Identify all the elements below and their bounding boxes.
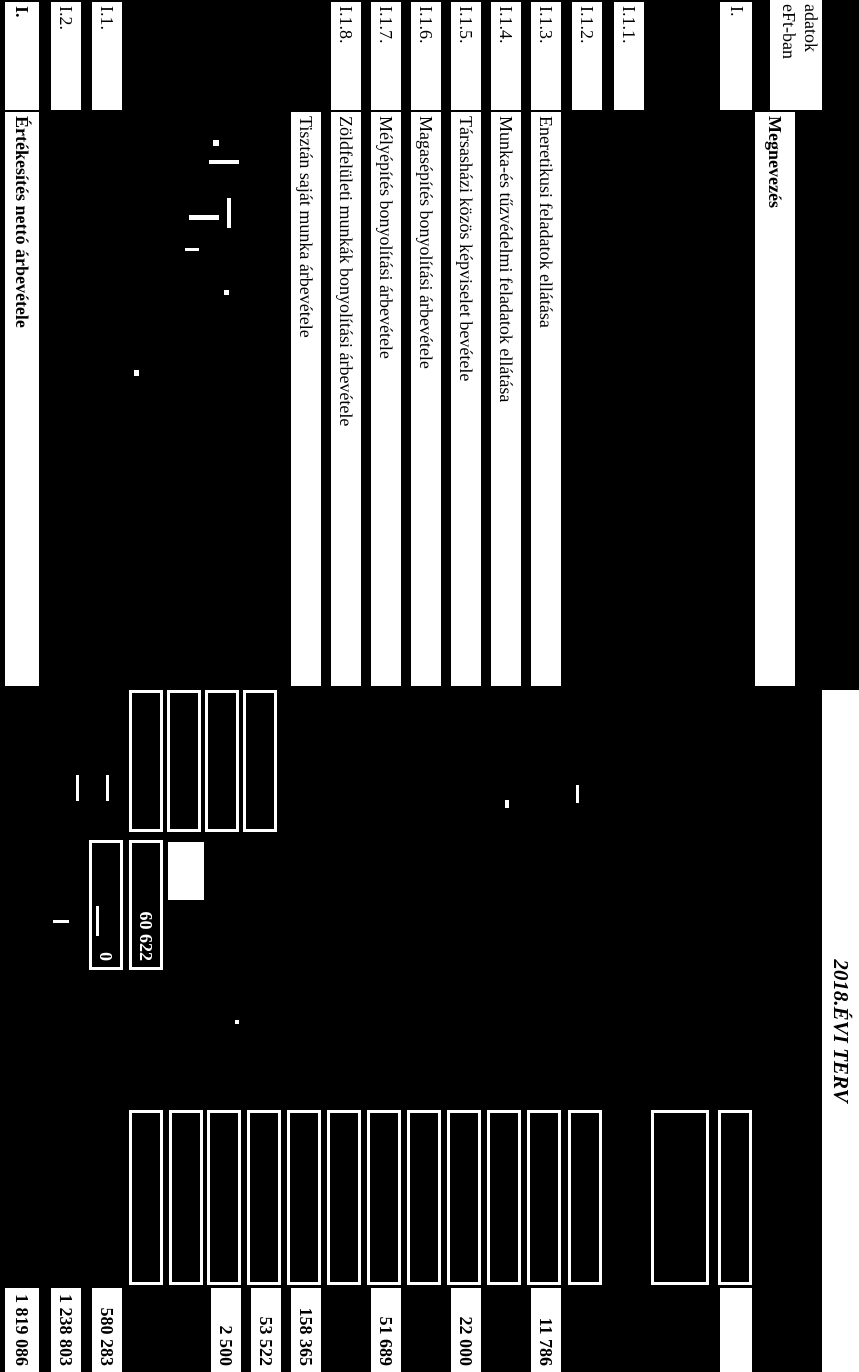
outline-box xyxy=(527,1110,561,1285)
outline-box xyxy=(247,1110,281,1285)
row-name-7: Mélyépítés bonyolítási árbevétele xyxy=(371,112,401,686)
row-code-14: I. xyxy=(5,2,39,110)
outline-box xyxy=(327,1110,361,1285)
row-code-8: I.1.8. xyxy=(331,2,361,110)
row-value-11: 2 500 xyxy=(211,1288,241,1372)
outline-box xyxy=(367,1110,401,1285)
plan-title: 2018.ÉVI TERV xyxy=(829,959,853,1103)
row-name-6: Magasépítés bonyolítási árbevétele xyxy=(411,112,441,686)
scan-mark xyxy=(76,775,79,801)
scan-mark xyxy=(213,140,219,146)
row-code-4: I.1.4. xyxy=(491,2,521,110)
row-name-4: Munka-és tűzvédelmi feladatok ellátása xyxy=(491,112,521,686)
outline-box xyxy=(487,1110,521,1285)
header-code-line1: adatok xyxy=(801,4,821,52)
mid-value-box-2: 0 xyxy=(89,840,123,970)
row-code-1: I.1.1. xyxy=(614,2,644,110)
scan-mark xyxy=(134,370,139,376)
outline-box xyxy=(169,1110,203,1285)
mid-white-block xyxy=(168,842,204,900)
row-code-13: I.2. xyxy=(51,2,81,110)
outline-box xyxy=(287,1110,321,1285)
row-value-12: 580 283 xyxy=(92,1288,122,1372)
row-value-5: 22 000 xyxy=(451,1288,481,1372)
row-code-0: I. xyxy=(720,2,752,110)
row-name-5: Társasházi közös képviselet bevétele xyxy=(451,112,481,686)
outline-box xyxy=(718,1110,752,1285)
header-code-cell: adatok eFt-ban xyxy=(770,0,822,110)
row-value-10: 53 522 xyxy=(251,1288,281,1372)
row-code-12: I.1. xyxy=(92,2,122,110)
outline-box xyxy=(129,690,163,832)
header-plan-cell: 2018.ÉVI TERV xyxy=(822,690,859,1372)
row-value-13: 1 238 803 xyxy=(51,1288,81,1372)
outline-box xyxy=(207,1110,241,1285)
scan-mark xyxy=(227,198,231,228)
mid-value-1: 60 622 xyxy=(136,911,156,962)
scan-mark xyxy=(185,248,199,251)
row-value-14: 1 819 086 xyxy=(5,1288,39,1372)
scan-mark xyxy=(209,160,239,164)
outline-box xyxy=(205,690,239,832)
row-name-14: Értékesítés nettó árbevétele xyxy=(5,112,39,686)
scan-mark xyxy=(189,215,219,220)
outline-box xyxy=(129,1110,163,1285)
scan-mark xyxy=(235,1020,239,1024)
outline-box xyxy=(243,690,277,832)
row-code-3: I.1.3. xyxy=(531,2,561,110)
mid-value-box-1: 60 622 xyxy=(129,840,163,970)
row-name-9: Tisztán saját munka árbevétele xyxy=(291,112,321,686)
row-value-3: 11 786 xyxy=(531,1288,561,1372)
row-value-9: 158 365 xyxy=(291,1288,321,1372)
header-code-line2: eFt-ban xyxy=(779,4,799,59)
scan-mark xyxy=(505,800,509,808)
outline-box xyxy=(167,690,201,832)
row-code-7: I.1.7. xyxy=(371,2,401,110)
row-name-3: Eneretikusi feladatok ellátása xyxy=(531,112,561,686)
outline-box xyxy=(407,1110,441,1285)
outline-box xyxy=(447,1110,481,1285)
scan-mark xyxy=(224,290,229,295)
outline-box xyxy=(568,1110,602,1285)
scan-mark xyxy=(96,906,99,936)
scan-mark xyxy=(106,775,109,801)
header-name-cell: Megnevezés xyxy=(755,112,795,686)
row-code-6: I.1.6. xyxy=(411,2,441,110)
mid-value-2: 0 xyxy=(96,952,116,961)
scan-mark xyxy=(576,785,579,803)
row-code-5: I.1.5. xyxy=(451,2,481,110)
row-value-0 xyxy=(720,1288,752,1372)
row-code-2: I.1.2. xyxy=(572,2,602,110)
scan-mark xyxy=(53,920,69,923)
row-value-7: 51 689 xyxy=(371,1288,401,1372)
row-name-8: Zöldfelületi munkák bonyolítási árbevéte… xyxy=(331,112,361,686)
outline-box xyxy=(651,1110,709,1285)
